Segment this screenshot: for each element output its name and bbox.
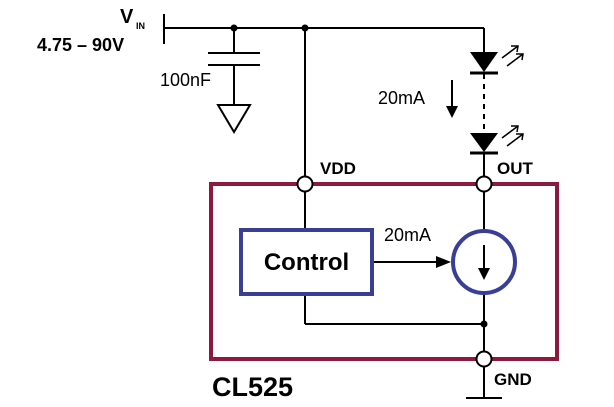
pin-label-gnd: GND <box>494 370 532 389</box>
capacitor-value: 100nF <box>160 70 211 90</box>
signal-arrow-icon <box>436 256 451 268</box>
pin-out <box>475 175 493 193</box>
pin-label-out: OUT <box>497 159 534 178</box>
current-arrow-icon <box>446 80 458 118</box>
vin-label: V <box>120 6 134 28</box>
chip-outline <box>209 182 559 361</box>
pin-gnd <box>475 350 493 368</box>
pin-vdd <box>296 175 314 193</box>
ground-icon <box>216 104 252 134</box>
led-icon <box>470 125 524 155</box>
chip-name: CL525 <box>212 372 293 402</box>
supply-rail <box>163 14 484 44</box>
control-label: Control <box>264 249 349 276</box>
junction-dot <box>480 320 488 328</box>
pin-label-vdd: VDD <box>320 159 356 178</box>
led-icon <box>470 45 524 75</box>
vin-range-label: 4.75 – 90V <box>37 35 124 55</box>
current-source-icon <box>451 229 517 295</box>
control-block <box>239 228 374 296</box>
vin-subscript: IN <box>136 21 145 31</box>
source-current-label: 20mA <box>384 225 431 245</box>
capacitor-icon <box>208 28 260 105</box>
led-current-label: 20mA <box>378 88 425 108</box>
